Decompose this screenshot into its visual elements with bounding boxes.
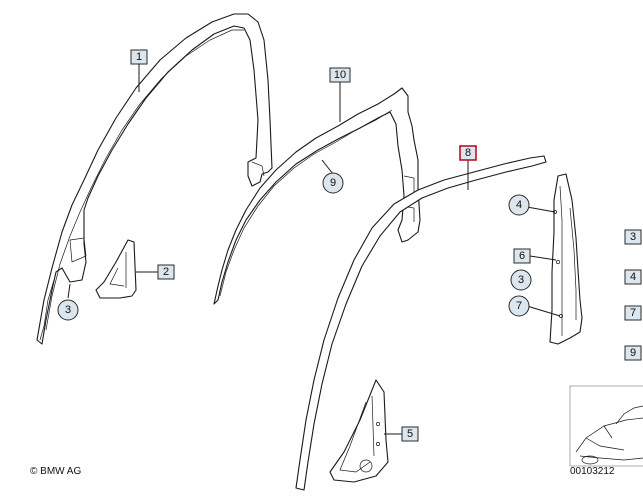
callout-edge-4[interactable]: 4 [624, 269, 642, 285]
callout-7-label: 7 [516, 300, 522, 312]
callout-edge-4-label: 4 [630, 271, 636, 283]
callout-5[interactable]: 5 [401, 426, 419, 442]
callout-9-label: 9 [330, 177, 336, 189]
callout-1-label: 1 [136, 51, 142, 63]
callout-6-label: 6 [519, 250, 525, 262]
callout-6[interactable]: 6 [513, 248, 531, 264]
callout-5-label: 5 [407, 428, 413, 440]
callout-8[interactable]: 8 [459, 145, 477, 161]
callout-2[interactable]: 2 [157, 264, 175, 280]
part-5-mirror-triangle[interactable] [329, 379, 389, 483]
callout-edge-3-label: 3 [630, 231, 636, 243]
callout-1[interactable]: 1 [130, 49, 148, 65]
callout-4-label: 4 [516, 199, 522, 211]
callout-10[interactable]: 10 [329, 67, 351, 83]
diagram-number: 00103212 [570, 466, 615, 477]
leader-lines [67, 64, 561, 435]
part-1-door-frame-seal[interactable] [36, 13, 273, 345]
part-2-corner-trim[interactable] [95, 239, 137, 299]
callout-3-right[interactable]: 3 [510, 269, 532, 291]
callout-4[interactable]: 4 [508, 194, 530, 216]
callout-3-right-label: 3 [518, 274, 524, 286]
callout-3-left[interactable]: 3 [57, 299, 79, 321]
callout-edge-7-label: 7 [630, 307, 636, 319]
part-8-outer-seal[interactable] [295, 155, 547, 491]
part-10-window-channel[interactable] [213, 87, 421, 305]
callout-9[interactable]: 9 [322, 172, 344, 194]
callout-3-left-label: 3 [65, 304, 71, 316]
copyright-text: © BMW AG [30, 466, 81, 477]
callout-10-label: 10 [334, 69, 346, 81]
part-pillar-trim[interactable] [549, 173, 583, 345]
callout-edge-3[interactable]: 3 [624, 229, 642, 245]
callout-8-label: 8 [465, 147, 471, 159]
callout-edge-9-label: 9 [630, 347, 636, 359]
callout-7[interactable]: 7 [508, 295, 530, 317]
callout-edge-7[interactable]: 7 [624, 305, 642, 321]
callout-edge-9[interactable]: 9 [624, 345, 642, 361]
callout-2-label: 2 [163, 266, 169, 278]
car-thumbnail [569, 385, 643, 467]
